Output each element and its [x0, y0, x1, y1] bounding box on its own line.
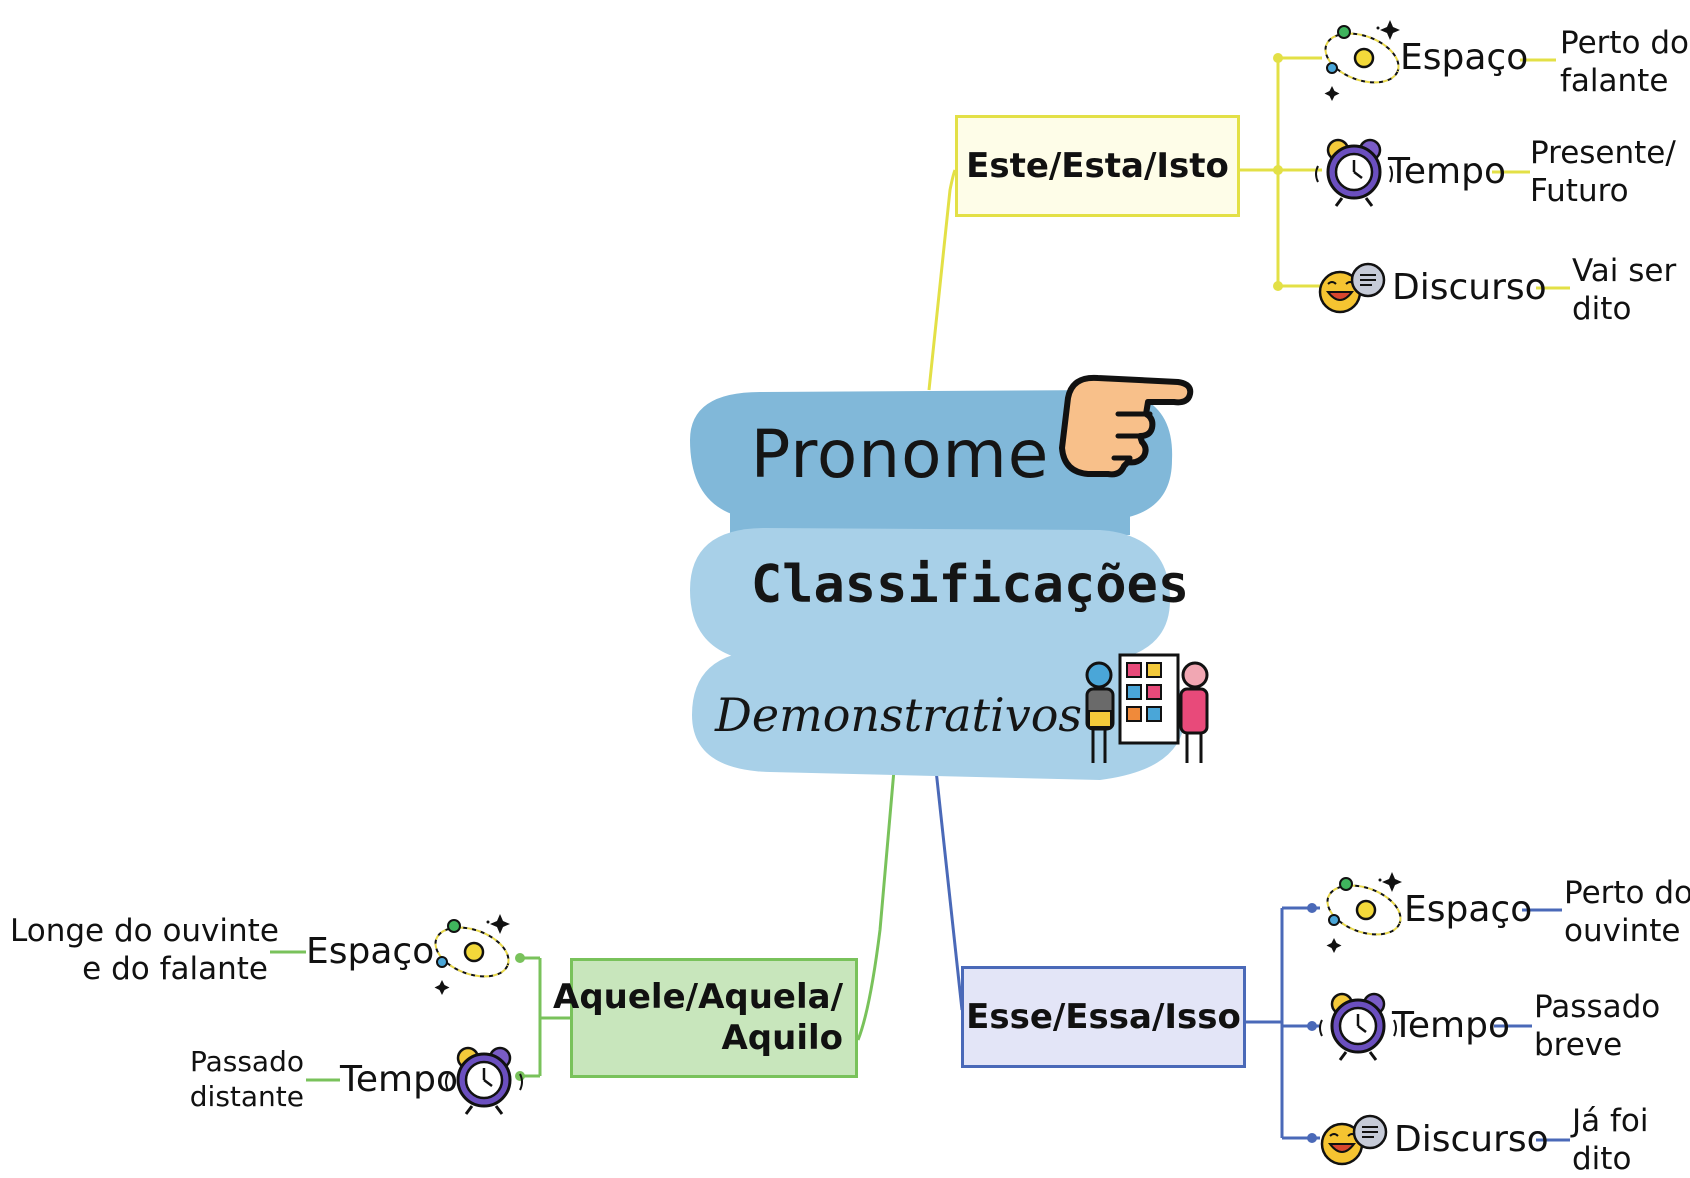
- note-tempo: Passado breve: [1534, 989, 1661, 1063]
- blue-dots: [1307, 903, 1317, 1143]
- leaf-tempo: Tempo: [1388, 151, 1506, 192]
- leaf-espaco: Espaço: [306, 931, 435, 972]
- people-at-board-icon: [1085, 653, 1209, 763]
- note-espaco: Longe do ouvinte e do falante: [10, 913, 279, 987]
- note-espaco: Perto do falante: [1560, 25, 1690, 99]
- connector-blue: [934, 769, 1570, 1142]
- note-tempo: Presente/ Futuro: [1530, 135, 1676, 209]
- central-category: Demonstrativos: [715, 688, 1083, 742]
- note-discurso: Já foi dito: [1572, 1103, 1649, 1177]
- central-subtitle: Classificações: [750, 555, 1190, 615]
- branch-box-aquele[interactable]: Aquele/Aquela/ Aquilo: [553, 958, 858, 1078]
- laughing-speech-icon: [1320, 1114, 1388, 1166]
- laughing-speech-icon: [1318, 262, 1386, 314]
- alarm-clock-icon: [1318, 992, 1398, 1062]
- leaf-tempo: Tempo: [340, 1059, 458, 1100]
- pointing-hand-icon: [1059, 374, 1194, 478]
- connector-green: [270, 769, 896, 1082]
- green-dots: [515, 953, 525, 1081]
- leaf-espaco: Espaço: [1400, 37, 1529, 78]
- leaf-espaco: Espaço: [1404, 889, 1533, 930]
- branch-box-este[interactable]: Este/Esta/Isto: [955, 115, 1240, 217]
- note-discurso: Vai ser dito: [1572, 253, 1677, 327]
- leaf-discurso: Discurso: [1392, 267, 1547, 308]
- alarm-clock-icon: [1314, 138, 1394, 208]
- yellow-dots: [1273, 53, 1283, 291]
- leaf-discurso: Discurso: [1394, 1119, 1549, 1160]
- connector-yellow: [927, 56, 1570, 391]
- branch-box-esse[interactable]: Esse/Essa/Isso: [961, 966, 1246, 1068]
- orbit-stars-icon: [427, 912, 517, 997]
- note-tempo: Passado distante: [189, 1045, 304, 1113]
- note-espaco: Perto do ouvinte: [1564, 875, 1690, 949]
- central-title: Pronome: [750, 416, 1050, 493]
- orbit-stars-icon: [1317, 18, 1407, 103]
- center-blob-stack: [690, 390, 1186, 780]
- leaf-tempo: Tempo: [1392, 1005, 1510, 1046]
- orbit-stars-icon: [1319, 870, 1409, 955]
